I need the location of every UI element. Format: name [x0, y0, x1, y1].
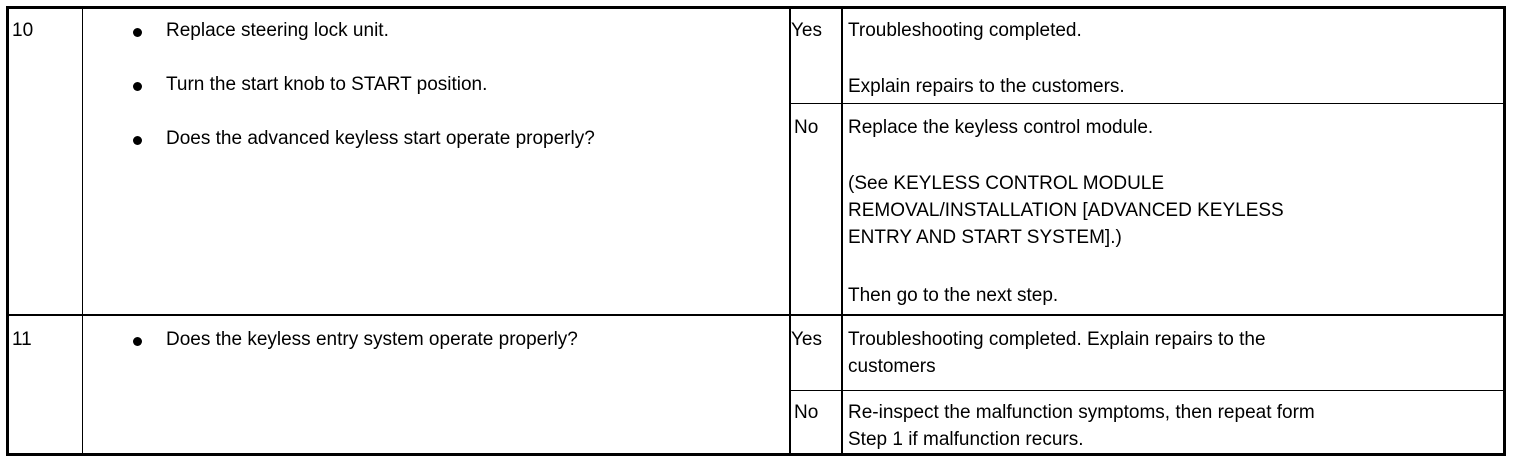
bullet-icon	[133, 136, 142, 145]
row-divider	[9, 314, 1503, 316]
action-text: Turn the start knob to START position.	[166, 74, 488, 95]
outcome-text: (See KEYLESS CONTROL MODULE	[848, 173, 1165, 194]
bullet-icon	[133, 28, 142, 37]
outcome-divider-step-11	[789, 390, 1503, 391]
step-number: 11	[12, 329, 32, 350]
action-text: Replace steering lock unit.	[166, 20, 389, 41]
column-divider-answer	[841, 9, 843, 453]
column-divider-action	[789, 9, 791, 453]
answer-yes: Yes	[791, 20, 822, 41]
outcome-text: Troubleshooting completed.	[848, 20, 1082, 41]
answer-no: No	[794, 402, 819, 423]
action-text: Does the keyless entry system operate pr…	[166, 329, 578, 350]
column-divider-step	[82, 9, 83, 453]
step-number: 10	[12, 20, 34, 41]
outcome-text: Re-inspect the malfunction symptoms, the…	[848, 402, 1315, 423]
outcome-text: ENTRY AND START SYSTEM].)	[848, 227, 1122, 248]
outcome-text: Then go to the next step.	[848, 285, 1059, 306]
answer-yes: Yes	[791, 329, 822, 350]
outcome-text: customers	[848, 356, 936, 377]
bullet-icon	[133, 82, 142, 91]
bullet-icon	[133, 337, 142, 346]
outcome-text: REMOVAL/INSTALLATION [ADVANCED KEYLESS	[848, 200, 1284, 221]
troubleshooting-table: 10 Replace steering lock unit. Turn the …	[6, 6, 1506, 456]
answer-no: No	[794, 117, 819, 138]
outcome-text: Troubleshooting completed. Explain repai…	[848, 329, 1266, 350]
outcome-text: Explain repairs to the customers.	[848, 76, 1125, 97]
action-text: Does the advanced keyless start operate …	[166, 128, 595, 149]
outcome-text: Step 1 if malfunction recurs.	[848, 429, 1084, 450]
outcome-divider-step-10	[789, 103, 1503, 104]
outcome-text: Replace the keyless control module.	[848, 117, 1154, 138]
